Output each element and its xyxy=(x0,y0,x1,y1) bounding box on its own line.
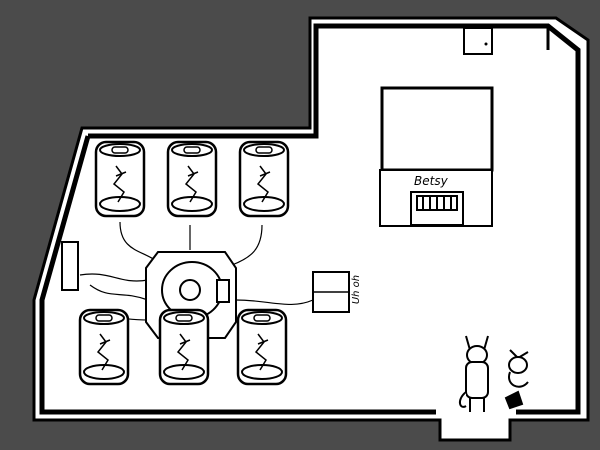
stasis-tank[interactable] xyxy=(158,308,210,386)
stasis-tank[interactable] xyxy=(236,308,288,386)
cables xyxy=(79,221,314,321)
stasis-tank[interactable] xyxy=(94,140,146,218)
character-small[interactable] xyxy=(504,349,529,410)
stasis-tank[interactable] xyxy=(166,140,218,218)
stasis-tank[interactable] xyxy=(238,140,290,218)
stasis-tank[interactable] xyxy=(78,308,130,386)
betsy-room-roof xyxy=(380,86,494,172)
uh-oh-note: Uh oh xyxy=(351,274,363,305)
wall-panel[interactable] xyxy=(61,241,79,291)
back-door[interactable] xyxy=(463,27,493,55)
betsy-room-sign: Betsy xyxy=(414,174,448,188)
left-wall xyxy=(39,135,436,415)
character-tall[interactable] xyxy=(459,335,489,412)
